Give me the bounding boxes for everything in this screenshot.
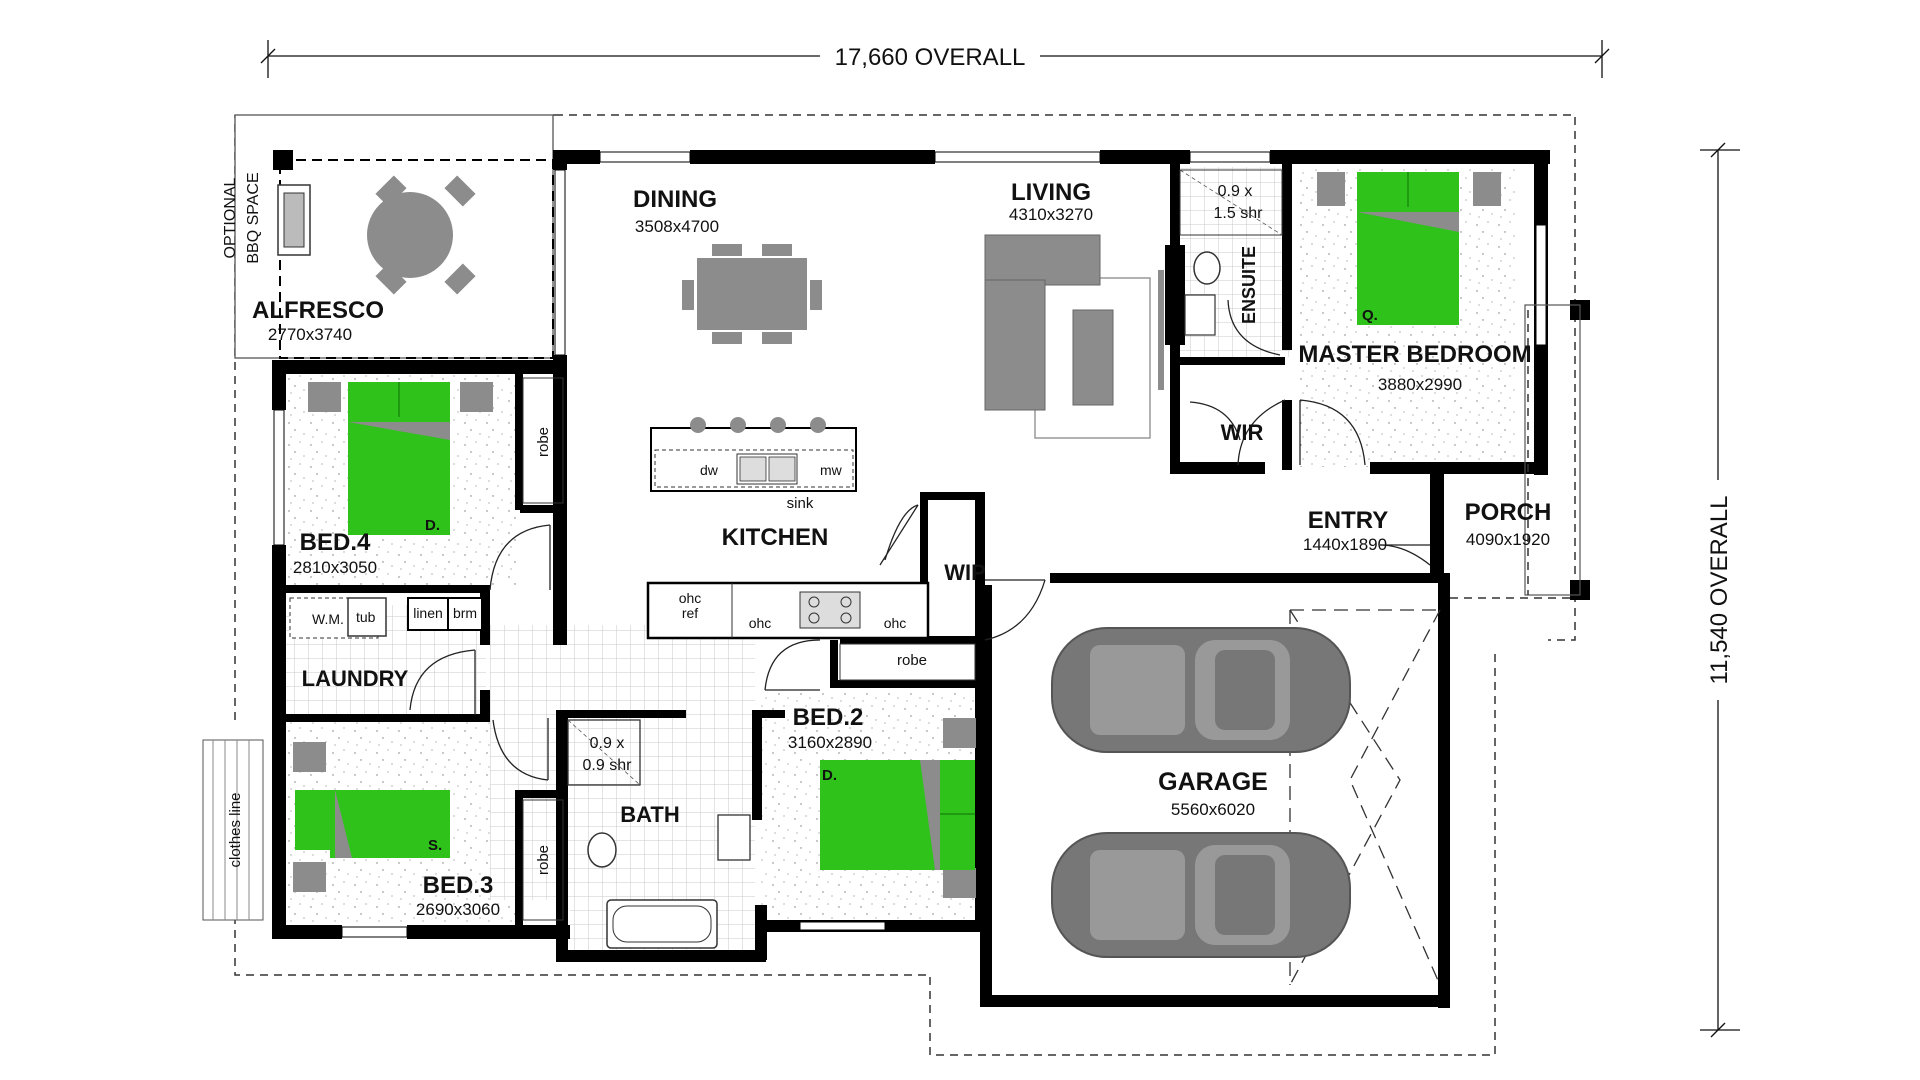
ohc-label-1: ohc — [749, 615, 772, 631]
ensuite-shower-1: 0.9 x — [1218, 183, 1253, 200]
bed4-name: BED.4 — [300, 529, 371, 556]
dining-size: 3508x4700 — [635, 217, 719, 236]
bed3-name: BED.3 — [423, 872, 494, 899]
entry-size: 1440x1890 — [1303, 535, 1387, 554]
height-dimension-line — [1700, 142, 1740, 1038]
clothes-line-label: clothes line — [227, 792, 244, 867]
width-dimension-line — [260, 40, 1610, 78]
kitchen-bench — [646, 581, 930, 640]
kitchen-name: KITCHEN — [722, 524, 829, 551]
bbq-label-1: OPTIONAL — [222, 177, 239, 258]
doors — [409, 299, 1431, 781]
dining-table — [682, 244, 822, 344]
car-bottom — [1051, 832, 1351, 958]
alfresco-table — [367, 175, 476, 295]
linen-label: linen — [413, 605, 443, 621]
bathtub — [606, 899, 718, 949]
walls — [272, 150, 1590, 1008]
living-sofa — [984, 234, 1151, 439]
bed2-size: 3160x2890 — [788, 733, 872, 752]
tub-label: tub — [356, 609, 376, 625]
ref-label: ref — [682, 605, 698, 621]
bed2-bed — [820, 718, 976, 898]
bed3-robe: robe — [535, 845, 552, 875]
sink-label: sink — [787, 495, 814, 512]
bath-shower-1: 0.9 x — [590, 735, 625, 752]
dining-name: DINING — [633, 186, 717, 213]
ohc-label-2: ohc — [884, 615, 907, 631]
bed3-bed — [293, 742, 450, 892]
master-bed-type: Q. — [1362, 307, 1378, 324]
bed4-size: 2810x3050 — [293, 558, 377, 577]
bed2-bed-type: D. — [822, 767, 837, 784]
wip-name: WIP — [944, 560, 986, 585]
overall-height-label: 11,540 OVERALL — [1706, 495, 1733, 684]
car-top — [1051, 627, 1351, 753]
wir-name: WIR — [1221, 420, 1264, 445]
ensuite-shower-2: 1.5 shr — [1214, 205, 1264, 222]
bbq-label-2: BBQ SPACE — [245, 172, 262, 263]
bath-name: BATH — [620, 802, 679, 827]
bed4-bed — [308, 382, 493, 535]
master-name: MASTER BEDROOM — [1298, 341, 1531, 368]
dw-label: dw — [700, 462, 719, 478]
ensuite-name: ENSUITE — [1239, 246, 1259, 324]
living-size: 4310x3270 — [1009, 205, 1093, 224]
laundry-name: LAUNDRY — [302, 666, 409, 691]
porch-name: PORCH — [1465, 499, 1552, 526]
master-bed — [1317, 172, 1501, 325]
bed4-robe: robe — [535, 427, 552, 457]
overall-width-label: 17,660 OVERALL — [835, 44, 1026, 71]
bed2-name: BED.2 — [793, 704, 864, 731]
ensuite-toilet — [1193, 251, 1221, 285]
washing-machine: W.M. — [312, 611, 344, 627]
bed2-robe: robe — [897, 652, 927, 669]
master-size: 3880x2990 — [1378, 375, 1462, 394]
bed3-size: 2690x3060 — [416, 900, 500, 919]
ohc-ref-label: ohc — [679, 590, 702, 606]
bed3-bed-type: S. — [428, 837, 442, 854]
entry-name: ENTRY — [1308, 507, 1388, 534]
garage-size: 5560x6020 — [1171, 800, 1255, 819]
brm-label: brm — [453, 605, 477, 621]
mw-label: mw — [820, 462, 843, 478]
alfresco-size: 2770x3740 — [268, 325, 352, 344]
porch-size: 4090x1920 — [1466, 530, 1550, 549]
bath-toilet — [587, 832, 617, 868]
living-name: LIVING — [1011, 179, 1091, 206]
bath-shower-2: 0.9 shr — [583, 757, 633, 774]
kitchen-island — [650, 417, 857, 492]
garage-name: GARAGE — [1158, 768, 1268, 796]
bed4-bed-type: D. — [425, 517, 440, 534]
alfresco-name: ALFRESCO — [252, 297, 384, 324]
